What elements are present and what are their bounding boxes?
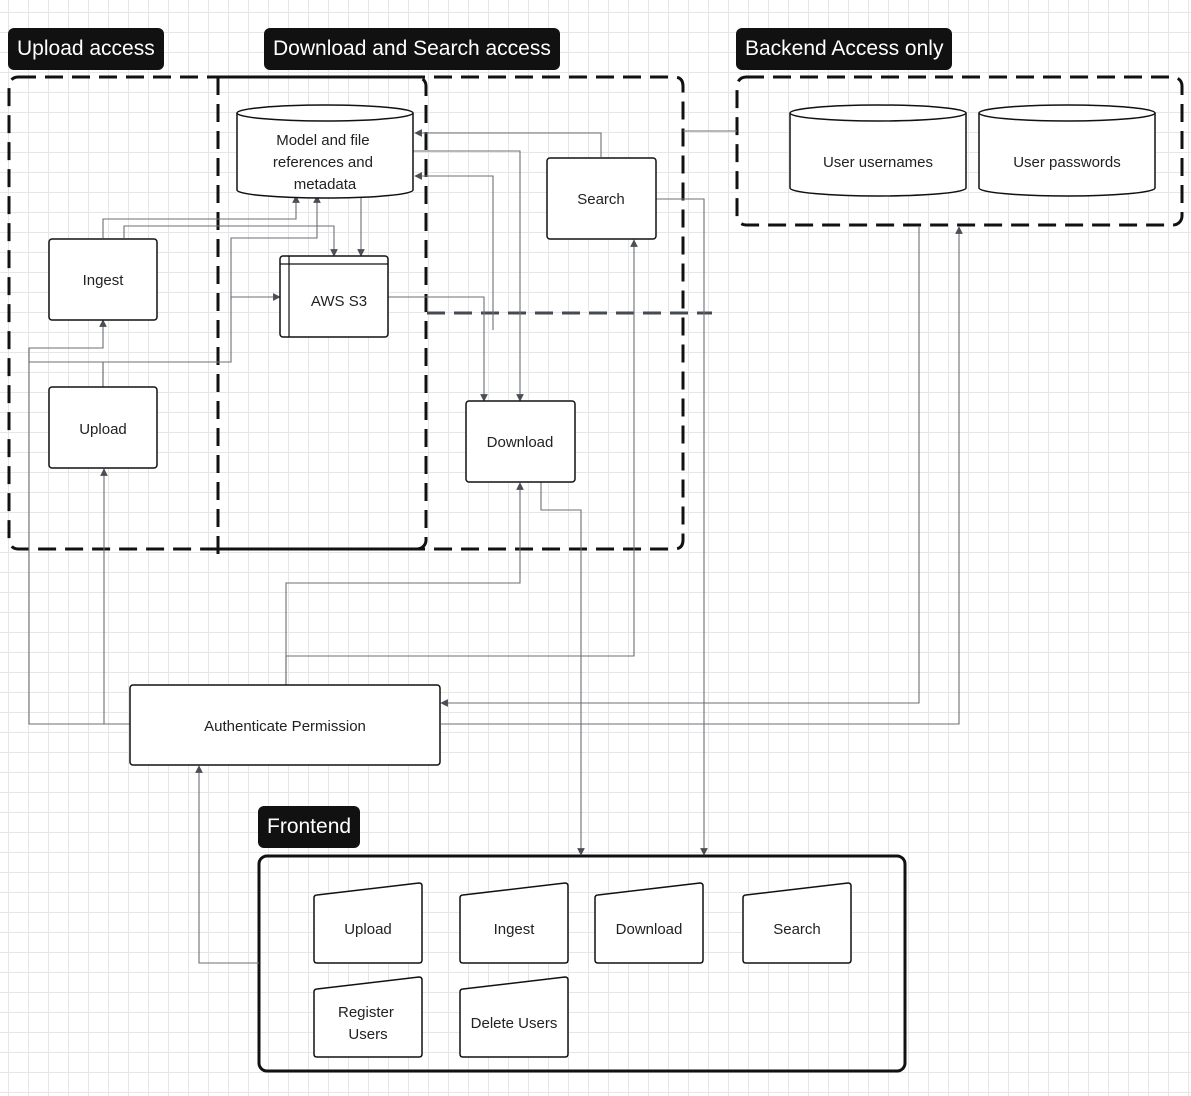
metadata-db-line-2: references and (273, 154, 373, 171)
search-node[interactable]: Search (546, 157, 657, 240)
frontend-upload[interactable]: Upload (313, 882, 423, 964)
upload-label: Upload (79, 421, 127, 438)
frontend-delete-users-label: Delete Users (471, 1015, 558, 1032)
region-boundaries (7, 75, 1184, 562)
connector-frontend-to-auth (195, 765, 259, 964)
download-search-region (218, 75, 685, 551)
metadata-db-line-3: metadata (294, 176, 357, 193)
connector-auth-to-search (285, 239, 638, 685)
connector-ingest-to-s3 (123, 225, 338, 257)
svg-text:Register Users: Register Users (338, 1004, 398, 1043)
connector-metadata-to-download (413, 150, 524, 402)
connector-download-to-frontend (540, 482, 585, 856)
upload-node[interactable]: Upload (48, 386, 158, 469)
authenticate-permission-label: Authenticate Permission (204, 718, 366, 735)
upload-access-tag: Upload access (8, 28, 164, 70)
frontend-delete-users[interactable]: Delete Users (459, 976, 569, 1058)
svg-text:Model and file reference: Model and file references and metadata (273, 132, 377, 193)
frontend-register-users[interactable]: Register Users (313, 976, 423, 1058)
connector-auth-to-passwords (441, 226, 963, 725)
ingest-label: Ingest (83, 272, 125, 289)
frontend-register-users-line-2: Users (348, 1026, 387, 1043)
frontend-register-users-line-1: Register (338, 1004, 394, 1021)
frontend-tag: Frontend (258, 806, 361, 848)
user-passwords-database[interactable]: User passwords (978, 104, 1156, 197)
frontend-ingest[interactable]: Ingest (459, 882, 569, 964)
connector-search-to-frontend (656, 198, 708, 856)
download-search-access-tag: Download and Search access (264, 28, 560, 70)
connector-auth-to-download (285, 482, 524, 685)
connector-auth-left-trunk (28, 348, 130, 725)
backend-access-tag: Backend Access only (736, 28, 953, 70)
authenticate-permission-node[interactable]: Authenticate Permission (129, 684, 441, 766)
aws-s3-label: AWS S3 (311, 293, 367, 310)
frontend-upload-label: Upload (344, 921, 392, 938)
user-usernames-database[interactable]: User usernames (789, 104, 967, 197)
backend-access-region (735, 75, 1184, 227)
connector-upload-to-s3 (230, 293, 281, 301)
connector-ingest-to-metadata (102, 195, 300, 238)
connectors (28, 129, 963, 964)
connector-upload-to-ingest (28, 319, 107, 387)
connector-search-to-metadata-2 (414, 172, 494, 330)
aws-s3-node[interactable]: AWS S3 (279, 255, 389, 338)
frontend-search[interactable]: Search (742, 882, 852, 964)
connector-usernames-to-auth (440, 226, 920, 707)
metadata-database[interactable]: Model and file references and metadata (236, 104, 414, 199)
frontend-search-label: Search (773, 921, 821, 938)
connector-s3-to-download (388, 296, 488, 402)
frontend-ingest-label: Ingest (494, 921, 536, 938)
user-usernames-label: User usernames (823, 154, 933, 171)
user-passwords-label: User passwords (1013, 154, 1121, 171)
download-node[interactable]: Download (465, 400, 576, 483)
connector-search-to-metadata (414, 129, 602, 157)
metadata-db-line-1: Model and file (276, 132, 369, 149)
frontend-download-label: Download (616, 921, 683, 938)
download-label: Download (487, 434, 554, 451)
frontend-download[interactable]: Download (594, 882, 704, 964)
search-label: Search (577, 191, 625, 208)
ingest-node[interactable]: Ingest (48, 238, 158, 321)
